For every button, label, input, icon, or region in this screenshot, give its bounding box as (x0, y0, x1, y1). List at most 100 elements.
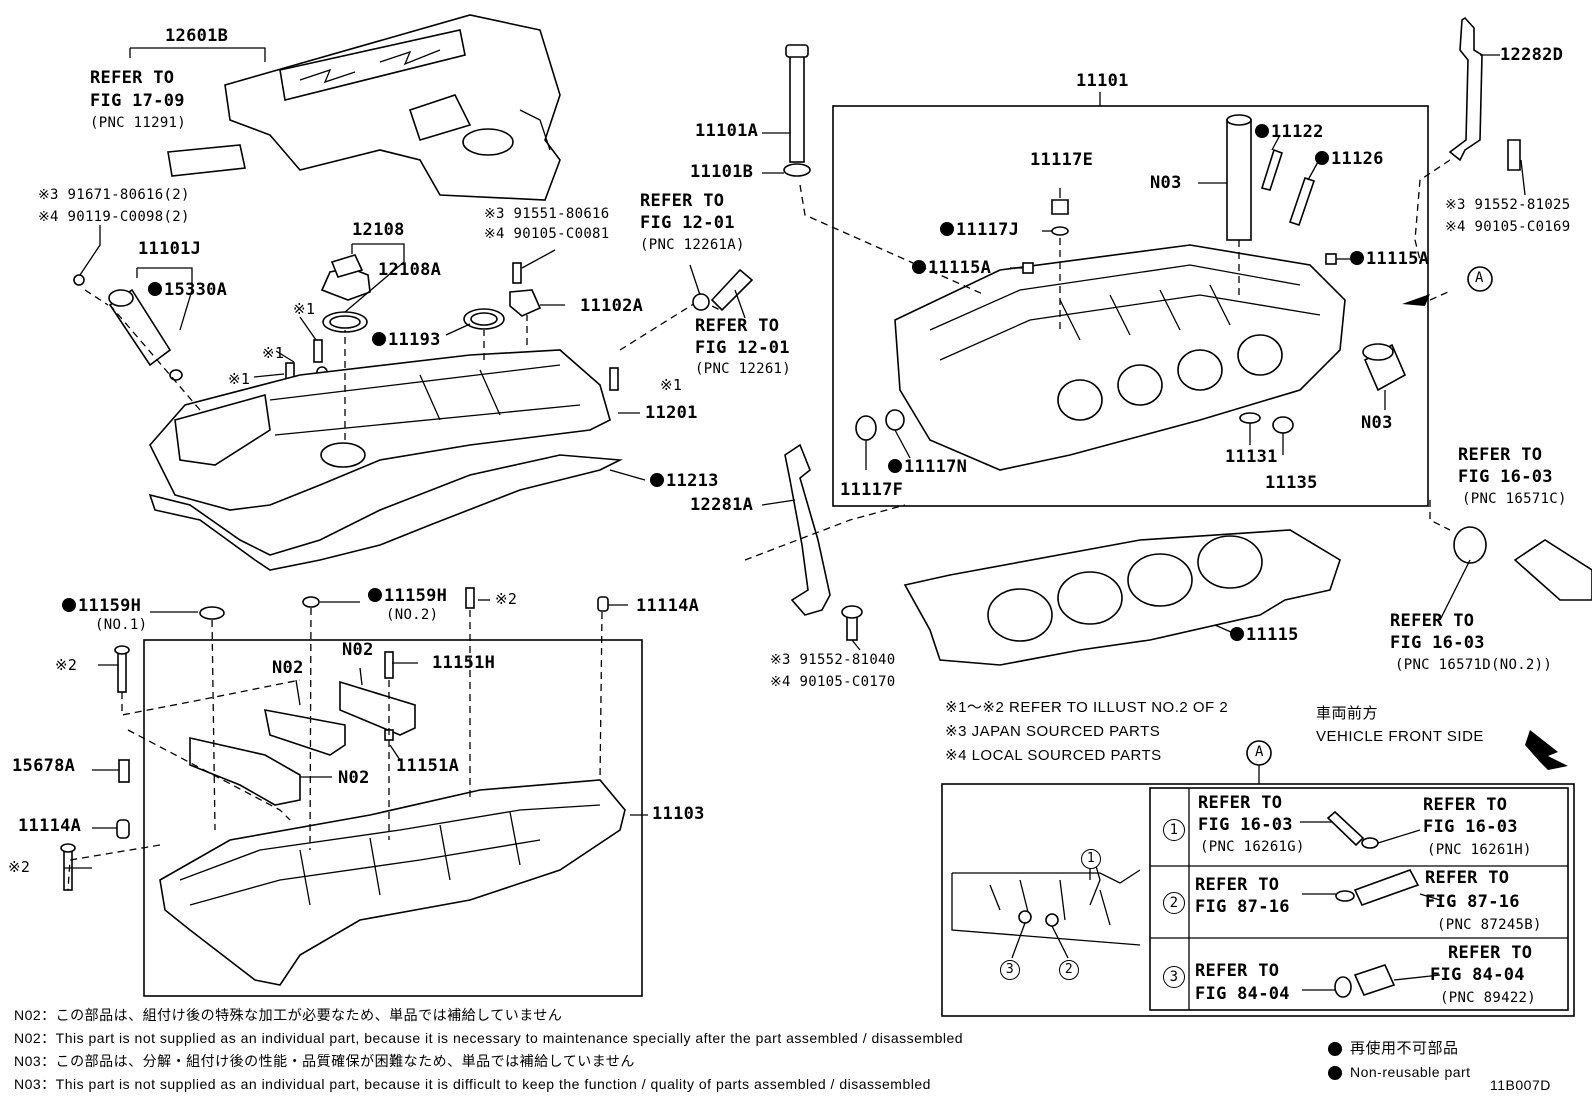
label-11103: 11103 (652, 804, 705, 824)
label-15678A: 15678A (12, 756, 76, 776)
inset-mark-1: 1 (1081, 849, 1101, 869)
note-x1-c: ※1 (228, 370, 251, 388)
refer-12-01b-l3: (PNC 12261) (695, 361, 792, 377)
note-n02-jp: N02：この部品は、組付け後の特殊な加工が必要なため、単品では補給していません (14, 1007, 563, 1023)
refer-12-01a-l1: REFER TO (640, 191, 725, 211)
nonreusable-icon (1230, 627, 1244, 641)
front-label-jp: 車両前方 (1316, 705, 1379, 722)
head-bolt-drawing (783, 44, 811, 177)
cylinder-head-box (832, 105, 1429, 507)
label-11115A-right: 11115A (1350, 251, 1429, 268)
detail-a-box (941, 783, 1575, 1017)
note-90105-c0081: ※4 90105-C0081 (484, 226, 610, 242)
nonreusable-icon (148, 282, 162, 296)
nonreusable-icon (372, 332, 386, 346)
nonreusable-icon (940, 222, 954, 236)
note-91671: ※3 91671-80616(2) (38, 187, 190, 203)
label-N03-top: N03 (1150, 173, 1182, 193)
nonreusable-legend-en: Non-reusable part (1350, 1064, 1471, 1080)
detail-a-inset-drawing (951, 865, 1141, 946)
note-n03-jp: N03：この部品は、分解・組付け後の性能・品質確保が困難なため、単品では補給して… (14, 1053, 635, 1069)
note-n02-en: N02：This part is not supplied as an indi… (14, 1030, 964, 1046)
label-11114A-left: 11114A (18, 816, 82, 836)
label-N02-c: N02 (338, 768, 370, 788)
label-N03-right: N03 (1361, 413, 1393, 433)
nonreusable-icon (1350, 251, 1364, 265)
label-11117F: 11117F (840, 480, 904, 500)
nonreusable-icon (1315, 151, 1329, 165)
legend-line2: ※3 JAPAN SOURCED PARTS (945, 723, 1161, 740)
label-11193: 11193 (372, 332, 441, 349)
note-x2-b: ※2 (55, 656, 78, 674)
nonreusable-icon (912, 260, 926, 274)
note-91552-81040: ※3 91552-81040 (770, 652, 896, 668)
label-11126: 11126 (1315, 151, 1384, 168)
label-11117N: 11117N (888, 459, 967, 476)
note-x2-a: ※2 (495, 590, 518, 608)
label-N02-b: N02 (272, 658, 304, 678)
label-11115A-left: 11115A (912, 260, 991, 277)
refer-16-03d-l1: REFER TO (1390, 611, 1475, 631)
hose-clamp-drawing (692, 268, 754, 312)
refer-12-01a-l2: FIG 12-01 (640, 213, 735, 233)
label-no1: (NO.1) (95, 617, 148, 633)
vsv-drawing (73, 274, 183, 381)
label-12108: 12108 (352, 220, 405, 240)
head-gasket-drawing (903, 529, 1341, 666)
legend-line1: ※1～※2 REFER TO ILLUST NO.2 OF 2 (945, 699, 1229, 716)
label-11159H-no2: 11159H (368, 588, 447, 605)
note-90119: ※4 90119-C0098(2) (38, 209, 190, 225)
label-11101B: 11101B (690, 162, 754, 182)
refer-12-01b-l1: REFER TO (695, 316, 780, 336)
label-11102A: 11102A (580, 296, 644, 316)
note-x1-d: ※1 (660, 376, 683, 394)
label-11159H-no1: 11159H (62, 598, 141, 615)
label-11117E: 11117E (1030, 150, 1094, 170)
refer-16-03c-l1: REFER TO (1458, 445, 1543, 465)
nonreusable-icon (62, 598, 76, 612)
refer-17-09-l1: REFER TO (90, 68, 175, 88)
label-11122: 11122 (1255, 124, 1324, 141)
label-11101J: 11101J (138, 239, 202, 259)
refer-17-09-l2: FIG 17-09 (90, 91, 185, 111)
hose-16571-drawing (1453, 526, 1592, 601)
label-no2: (NO.2) (386, 607, 439, 623)
label-11115: 11115 (1230, 627, 1299, 644)
cam-housing-box (143, 639, 643, 997)
refer-16-03c-l2: FIG 16-03 (1458, 467, 1553, 487)
refer-16-03d-l3: (PNC 16571D(NO.2)) (1395, 657, 1553, 673)
refer-16-03c-l3: (PNC 16571C) (1462, 491, 1567, 507)
note-91551: ※3 91551-80616 (484, 206, 610, 222)
refer-12-01a-l3: (PNC 12261A) (640, 237, 745, 253)
label-15330A: 15330A (148, 282, 227, 299)
note-x1-b: ※1 (262, 344, 285, 362)
label-11117J: 11117J (940, 222, 1019, 239)
label-11114A-top: 11114A (636, 596, 700, 616)
inset-mark-2: 2 (1059, 960, 1079, 980)
label-11201: 11201 (645, 403, 698, 423)
refer-12-01b-l2: FIG 12-01 (695, 338, 790, 358)
nonreusable-icon (888, 459, 902, 473)
engine-cover-drawing (167, 14, 561, 201)
label-11101: 11101 (1076, 71, 1129, 91)
label-11151H: 11151H (432, 653, 496, 673)
nonreusable-icon (368, 588, 382, 602)
label-12601B: 12601B (165, 26, 229, 46)
note-n03-en: N03：This part is not supplied as an indi… (14, 1076, 931, 1092)
label-11135: 11135 (1265, 473, 1318, 493)
label-11151A: 11151A (396, 756, 460, 776)
front-label-en: VEHICLE FRONT SIDE (1316, 728, 1484, 745)
label-11101A: 11101A (695, 121, 759, 141)
refer-17-09-l3: (PNC 11291) (90, 115, 187, 131)
callout-A: A (1475, 270, 1484, 286)
oil-cap-drawing (320, 254, 371, 333)
nonreusable-icon (650, 473, 664, 487)
diagram-code: 11B007D (1490, 1077, 1551, 1093)
label-11131: 11131 (1225, 447, 1278, 467)
label-12281A: 12281A (690, 495, 754, 515)
label-N02-a: N02 (342, 640, 374, 660)
label-11213: 11213 (650, 473, 719, 490)
note-x2-c: ※2 (8, 858, 31, 876)
